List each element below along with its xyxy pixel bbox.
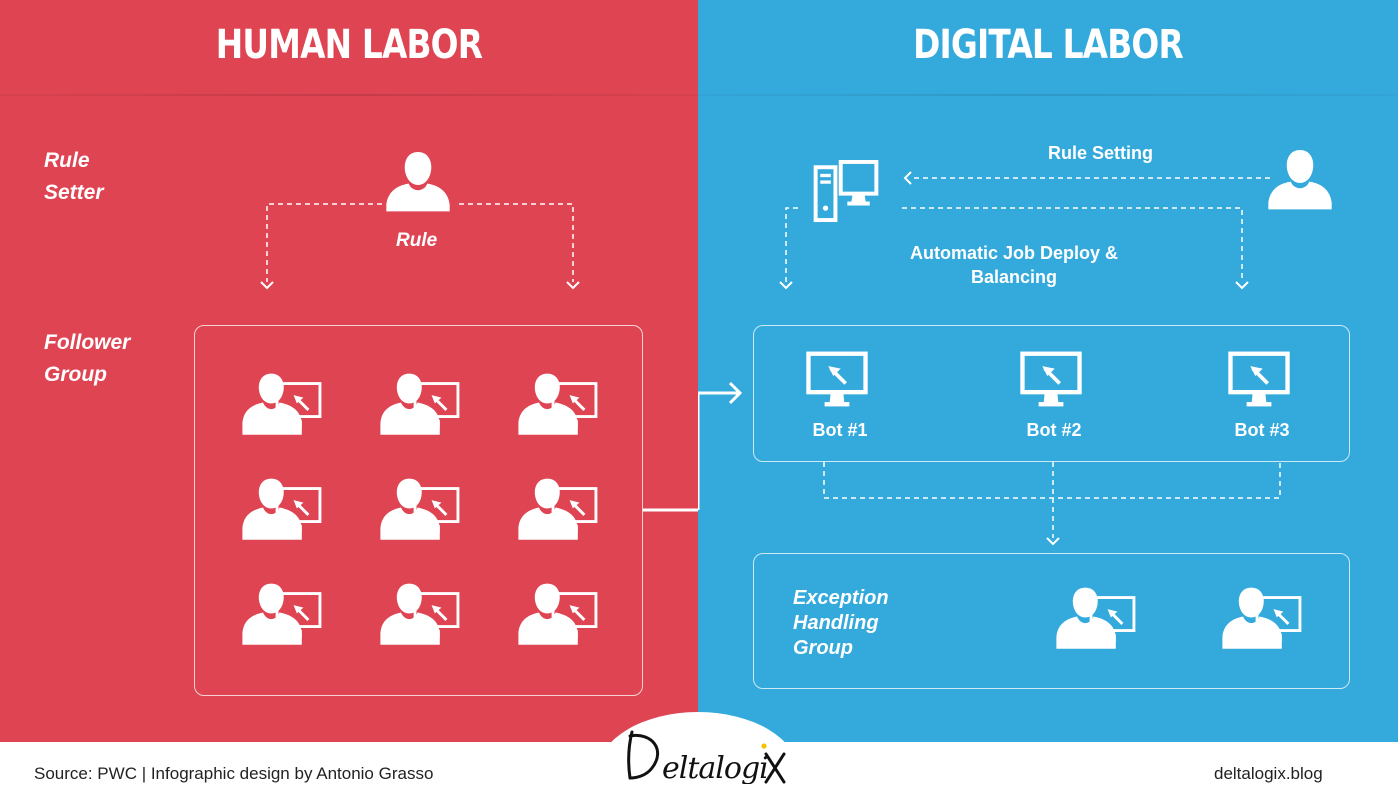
site-link[interactable]: deltalogix.blog	[1214, 764, 1323, 783]
human-connectors	[260, 203, 698, 512]
exception-worker-icon	[1050, 586, 1142, 652]
logo-badge	[598, 712, 798, 802]
follower-line-2: Group	[44, 363, 107, 386]
human-labor-title: HUMAN LABOR	[215, 22, 483, 68]
exception-group-box	[753, 553, 1350, 689]
worker-computer-icon	[236, 477, 328, 543]
follower-group-box	[194, 325, 643, 696]
worker-computer-icon	[374, 477, 466, 543]
worker-computer-icon	[236, 582, 328, 648]
digital-labor-panel: DIGITAL LABOR Rule Setting Automatic Job…	[698, 0, 1398, 742]
exception-line-3: Group	[793, 637, 853, 659]
worker-computer-icon	[512, 477, 604, 543]
bot-monitor-icon	[1226, 350, 1292, 412]
rule-setting-label: Rule Setting	[1048, 143, 1154, 163]
worker-computer-icon	[374, 372, 466, 438]
bots-box	[753, 325, 1350, 462]
bot-monitor-icon	[804, 350, 870, 412]
worker-computer-icon	[512, 372, 604, 438]
job-deploy-line-1: Automatic Job Deploy &	[909, 243, 1119, 263]
rule-setter-line-1: Rule	[44, 149, 90, 172]
rule-label: Rule	[396, 230, 438, 251]
digital-connectors	[698, 171, 1281, 546]
exception-line-2: Handling	[793, 612, 879, 634]
exception-group-label: Exception Handling Group	[793, 586, 889, 661]
bot-label: Bot #1	[812, 420, 868, 440]
source-credit: Source: PWC | Infographic design by Anto…	[34, 764, 434, 783]
exception-line-1: Exception	[793, 587, 889, 609]
worker-computer-icon	[236, 372, 328, 438]
deltalogix-logo: eltalogi	[627, 730, 786, 784]
exception-worker-icon	[1216, 586, 1308, 652]
title-divider	[698, 94, 1398, 96]
human-labor-panel: HUMAN LABOR Rule Setter Rule Follower Gr…	[0, 0, 698, 742]
bot-label: Bot #2	[1026, 420, 1082, 440]
worker-computer-icon	[374, 582, 466, 648]
worker-computer-icon	[512, 582, 604, 648]
bot-monitor-icon	[1018, 350, 1084, 412]
job-deploy-label: Automatic Job Deploy & Balancing	[894, 241, 1134, 289]
rule-setter-line-2: Setter	[44, 181, 104, 204]
rule-setter-label: Rule Setter	[44, 145, 104, 209]
bot-label: Bot #3	[1234, 420, 1290, 440]
svg-text:eltalogi: eltalogi	[662, 751, 768, 784]
follower-group-label: Follower Group	[44, 327, 130, 391]
follower-line-1: Follower	[44, 331, 131, 354]
digital-labor-title: DIGITAL LABOR	[913, 22, 1184, 68]
job-deploy-line-2: Balancing	[970, 267, 1058, 287]
title-divider	[0, 94, 698, 96]
